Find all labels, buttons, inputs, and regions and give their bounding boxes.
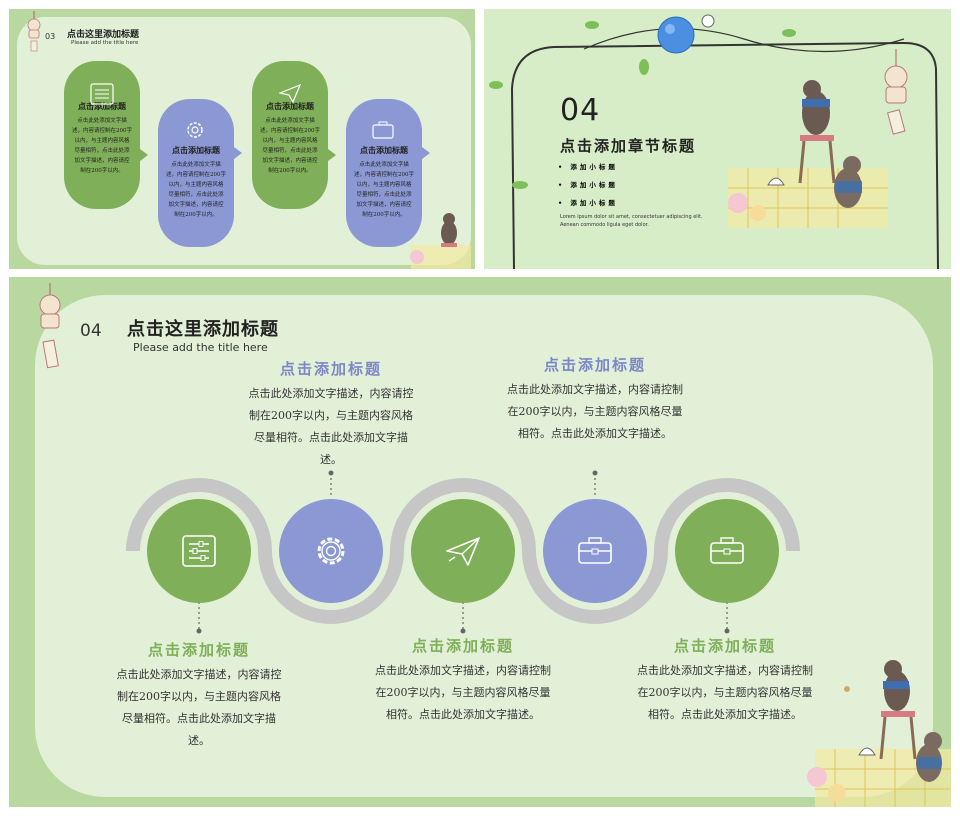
step-text: 点击此处添加文字描述，内容请控制在200字以内，与主题内容风格尽量相符，点击此处…	[72, 118, 132, 174]
step-arrow	[328, 149, 336, 161]
subtitle-item: • 添加小标题	[558, 163, 618, 171]
step-arrow	[234, 147, 242, 159]
step-text: 点击此处添加文字描述，内容请控制在200字以内，与主题内容风格尽量相符，点击此处…	[260, 118, 320, 174]
gear-icon	[187, 122, 203, 138]
step-text-3: 点击此处添加文字描述，内容请控制在200字以内，与主题内容风格尽量相符。点击此处…	[375, 664, 551, 721]
slide-subtitle: Please add the title here	[71, 40, 139, 46]
cat-illustration-icon	[410, 213, 471, 269]
lucky-cat-charm-icon	[27, 11, 41, 52]
step-circle-2	[279, 499, 383, 603]
bubble-icon	[657, 14, 715, 54]
step-bubble-3: 点击添加标题 点击此处添加文字描述，内容请控制在200字以内，与主题内容风格尽量…	[252, 61, 328, 209]
paper-plane-icon	[279, 83, 301, 103]
slide-title: 点击这里添加标题	[67, 30, 140, 40]
slide-subtitle: Please add the title here	[133, 341, 268, 354]
step-text: 点击此处添加文字描述，内容请控制在200字以内，与主题内容风格尽量相符，点击此处…	[354, 162, 414, 218]
step-arrow	[422, 147, 430, 159]
lucky-cat-charm-icon	[884, 49, 908, 135]
step-title: 点击添加标题	[172, 145, 220, 155]
sliders-icon	[182, 535, 216, 567]
cats-on-stools-icon	[728, 80, 888, 228]
subtitle-text: 添加小标题	[570, 181, 618, 189]
subtitle-text: 添加小标题	[570, 163, 618, 171]
step-arrow	[140, 149, 148, 161]
briefcase-icon	[710, 537, 744, 564]
cats-on-stools-icon	[807, 660, 951, 807]
step-title: 点击添加标题	[78, 101, 126, 111]
slide-main[interactable]: 04 点击这里添加标题 Please add the title here	[9, 277, 951, 807]
slide-title: 点击这里添加标题	[127, 319, 279, 340]
step-text: 点击此处添加文字描述，内容请控制在200字以内，与主题内容风格尽量相符，点击此处…	[166, 162, 226, 218]
vine-frame-icon	[489, 21, 939, 269]
step-title-2: 点击添加标题	[279, 360, 382, 378]
subtitle-text: 添加小标题	[570, 199, 618, 207]
step-circle-5	[675, 499, 779, 603]
step-title-3: 点击添加标题	[411, 637, 514, 655]
subtitle-item: • 添加小标题	[558, 199, 618, 207]
step-text-2: 点击此处添加文字描述，内容请控制在200字以内，与主题内容风格尽量相符。点击此处…	[248, 387, 414, 466]
section-number: 04	[560, 93, 601, 128]
section-number: 03	[45, 32, 56, 41]
step-bubble-1: 点击添加标题 点击此处添加文字描述，内容请控制在200字以内，与主题内容风格尽量…	[64, 61, 140, 209]
step-bubble-2: 点击添加标题 点击此处添加文字描述，内容请控制在200字以内，与主题内容风格尽量…	[158, 99, 234, 247]
step-title-4: 点击添加标题	[543, 356, 646, 374]
step-title-1: 点击添加标题	[147, 641, 250, 659]
briefcase-icon	[372, 121, 394, 139]
slide-thumbnail-1[interactable]: 03 点击这里添加标题 Please add the title here 点击…	[9, 9, 475, 269]
subtitle-list: • 添加小标题 • 添加小标题 • 添加小标题	[558, 161, 618, 215]
step-title: 点击添加标题	[360, 145, 408, 155]
step-circle-1	[147, 499, 251, 603]
lorem-text: Lorem ipsum dolor sit amet, consectetuer…	[560, 214, 703, 228]
step-bubble-4: 点击添加标题 点击此处添加文字描述，内容请控制在200字以内，与主题内容风格尽量…	[346, 99, 422, 247]
paper-plane-icon	[446, 537, 480, 566]
chapter-title: 点击添加章节标题	[560, 137, 697, 155]
step-text-4: 点击此处添加文字描述，内容请控制在200字以内，与主题内容风格尽量相符。点击此处…	[507, 383, 683, 440]
slide-thumbnail-2[interactable]: 04 点击添加章节标题 • 添加小标题 • 添加小标题 • 添加小标题 Lore…	[484, 9, 951, 269]
lucky-cat-charm-icon	[39, 283, 61, 369]
step-text-5: 点击此处添加文字描述，内容请控制在200字以内，与主题内容风格尽量相符。点击此处…	[637, 664, 813, 721]
sliders-icon	[90, 83, 114, 105]
briefcase-icon	[578, 537, 612, 564]
step-title: 点击添加标题	[266, 101, 314, 111]
step-circle-4	[543, 499, 647, 603]
wave-track	[126, 470, 800, 634]
step-title-5: 点击添加标题	[673, 637, 776, 655]
section-number: 04	[80, 321, 102, 341]
step-text-1: 点击此处添加文字描述，内容请控制在200字以内，与主题内容风格尽量相符。点击此处…	[116, 668, 282, 747]
subtitle-item: • 添加小标题	[558, 181, 618, 189]
step-circle-3	[411, 499, 515, 603]
gear-icon	[317, 537, 345, 565]
